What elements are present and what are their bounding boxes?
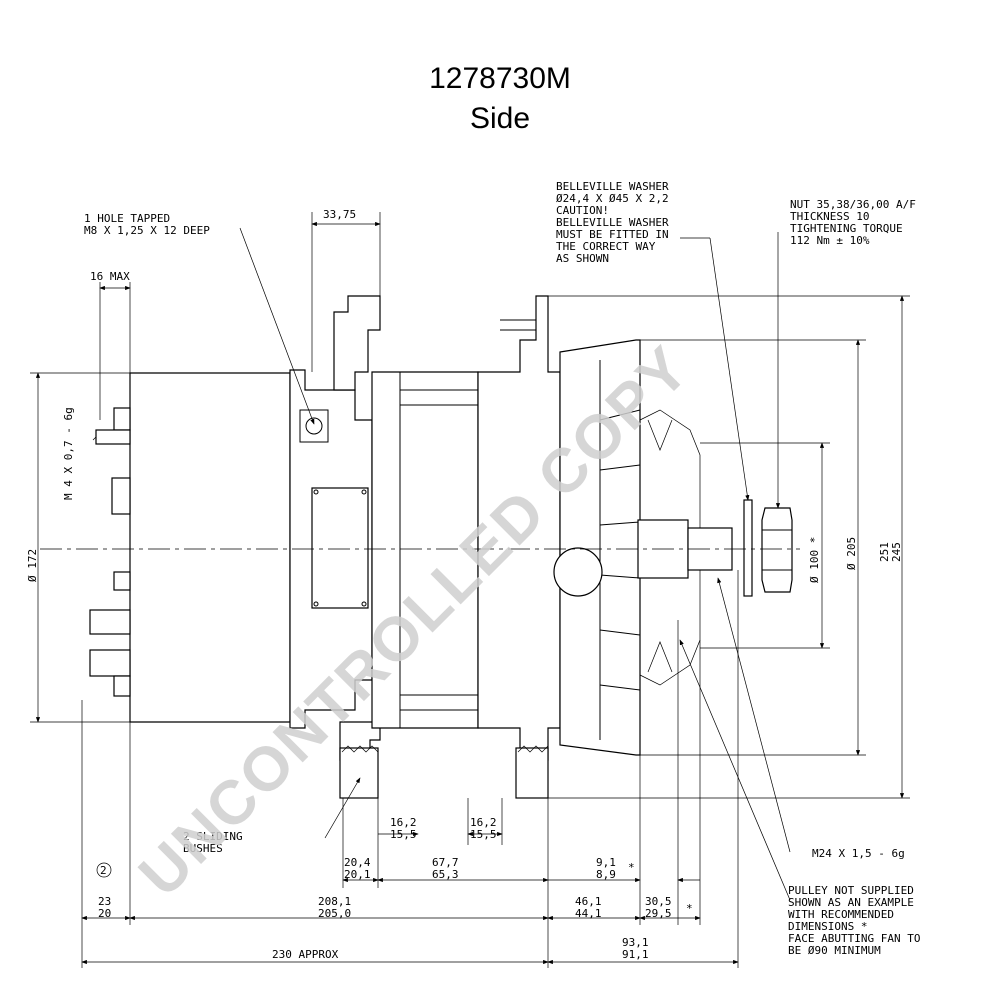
terminal-3: [111, 477, 131, 515]
dim-931-hi: 93,1: [622, 936, 649, 949]
bush-right: [515, 747, 549, 799]
dim-461-lo: 44,1: [575, 907, 602, 920]
note-pulley-1: PULLEY NOT SUPPLIED: [788, 884, 914, 897]
dim-b162a-lo: 15,5: [390, 828, 417, 841]
dim-305-lo: 29,5: [645, 907, 672, 920]
revision-mark: 2: [100, 864, 107, 877]
note-nut-3: TIGHTENING TORQUE: [790, 222, 903, 235]
dim-677-lo: 65,3: [432, 868, 459, 881]
dim-204-hi: 20,4: [344, 856, 371, 869]
terminal-thread-label: M 4 X 0,7 - 6g: [62, 407, 75, 500]
dim-677-hi: 67,7: [432, 856, 459, 869]
terminal-1: [113, 407, 131, 431]
dim-overall: 230 APPROX: [272, 948, 339, 961]
dim-245: 245: [890, 542, 903, 562]
dim-dia-100: Ø 100 *: [808, 537, 821, 583]
dim-2081-hi: 208,1: [318, 895, 351, 908]
note-pulley-3: WITH RECOMMENDED: [788, 908, 894, 921]
view-title: Side: [469, 102, 531, 135]
note-hole-1: 1 HOLE TAPPED: [84, 212, 170, 225]
dim-2081-lo: 205,0: [318, 907, 351, 920]
shaft-nut: [761, 507, 793, 593]
dim-23-lo: 20: [98, 907, 111, 920]
dim-251: 251: [878, 542, 891, 562]
dim-dia-205: Ø 205: [845, 537, 858, 570]
terminal-7: [113, 675, 131, 697]
note-pulley-6: BE Ø90 MINIMUM: [788, 944, 881, 957]
terminal-5: [89, 609, 131, 635]
dim-204-lo: 20,1: [344, 868, 371, 881]
dim-b162b-hi: 16,2: [470, 816, 497, 829]
dim-91-star: *: [628, 861, 635, 874]
note-nut-4: 112 Nm ± 10%: [790, 234, 870, 247]
dim-305-star: *: [686, 902, 693, 915]
dim-dia-172: Ø 172: [26, 549, 39, 582]
dim-305-hi: 30,5: [645, 895, 672, 908]
fan-hub-boss: [553, 547, 603, 597]
note-nut-1: NUT 35,38/36,00 A/F: [790, 198, 916, 211]
dim-16-max: 16 MAX: [90, 270, 130, 283]
dim-33-75: 33,75: [323, 208, 356, 221]
dim-b162b-lo: 15,5: [470, 828, 497, 841]
note-thread: M24 X 1,5 - 6g: [812, 847, 905, 860]
dim-b162a-hi: 16,2: [390, 816, 417, 829]
note-bw-2: Ø24,4 X Ø45 X 2,2: [556, 192, 669, 205]
terminal-6: [89, 649, 131, 677]
dim-461-hi: 46,1: [575, 895, 602, 908]
revision-circle: [96, 862, 112, 878]
note-bw-6: THE CORRECT WAY: [556, 240, 656, 253]
dim-931-lo: 91,1: [622, 948, 649, 961]
part-number-title: 1278730M: [429, 62, 571, 95]
note-bushes-1: 2 SLIDING: [183, 830, 243, 843]
bush-left: [339, 747, 379, 799]
dim-91-hi: 9,1: [596, 856, 616, 869]
note-bw-3: CAUTION!: [556, 204, 609, 217]
note-nut-2: THICKNESS 10: [790, 210, 869, 223]
note-pulley-4: DIMENSIONS *: [788, 920, 867, 933]
regulator-plate: [311, 487, 369, 609]
leader-washer: [709, 237, 750, 501]
dim-91-lo: 8,9: [596, 868, 616, 881]
note-pulley-2: SHOWN AS AN EXAMPLE: [788, 896, 914, 909]
note-pulley-5: FACE ABUTTING FAN TO: [788, 932, 920, 945]
note-bw-1: BELLEVILLE WASHER: [556, 180, 669, 193]
leader-hole: [239, 227, 315, 425]
note-bw-7: AS SHOWN: [556, 252, 609, 265]
leader-thread: [717, 577, 791, 853]
note-bushes-2: BUSHES: [183, 842, 223, 855]
note-hole-2: M8 X 1,25 X 12 DEEP: [84, 224, 210, 237]
leader-pulley: [679, 639, 791, 901]
leader-bushes: [324, 777, 361, 839]
belleville-washer: [743, 499, 753, 597]
note-bw-5: MUST BE FITTED IN: [556, 228, 669, 241]
rear-cover: [129, 372, 291, 723]
top-ear: [333, 295, 381, 391]
terminal-2: [95, 429, 131, 445]
terminal-4: [113, 571, 131, 591]
dimension-lines: [30, 212, 910, 968]
note-bw-4: BELLEVILLE WASHER: [556, 216, 669, 229]
dim-23-hi: 23: [98, 895, 111, 908]
alternator-body: [89, 295, 793, 799]
annotations: 33,75 16 MAX Ø 172 M 4 X 0,7 - 6g Ø 100 …: [26, 180, 920, 961]
